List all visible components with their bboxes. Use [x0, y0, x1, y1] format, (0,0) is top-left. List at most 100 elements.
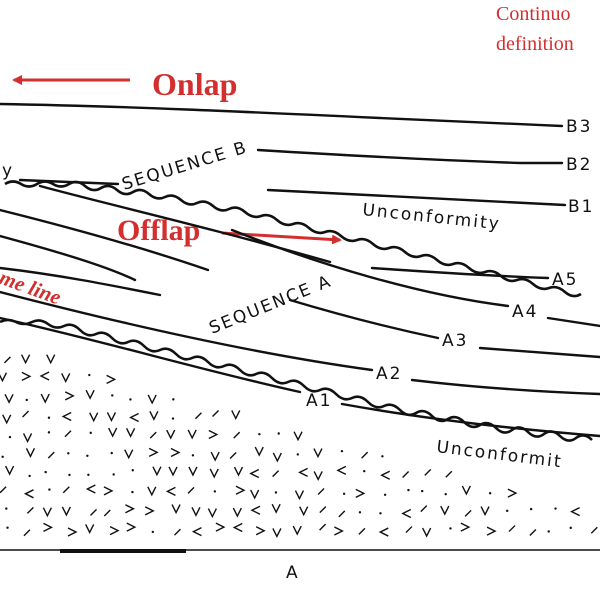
rock-v-mark	[21, 371, 32, 382]
rock-v-mark	[23, 489, 34, 499]
rock-v-mark	[380, 470, 391, 480]
rock-tick-mark	[194, 412, 202, 420]
rock-v-mark	[209, 468, 219, 479]
rock-v-mark	[215, 522, 226, 532]
rock-v-mark	[125, 504, 135, 514]
rock-v-mark	[148, 447, 159, 458]
rock-dot-mark	[258, 432, 261, 436]
rock-v-mark	[232, 522, 243, 533]
rock-dot-mark	[131, 469, 134, 472]
onlap-label: Onlap	[152, 66, 237, 102]
rock-tick-mark	[22, 410, 30, 418]
rock-dot-mark	[554, 507, 557, 510]
rock-dot-mark	[296, 453, 300, 456]
rock-dot-mark	[449, 527, 452, 530]
rock-tick-mark	[424, 468, 432, 476]
horizon-b1-line	[266, 188, 567, 207]
rock-dot-mark	[151, 530, 155, 534]
horizon-b1-label: B1	[568, 197, 594, 217]
rock-v-mark	[4, 465, 15, 476]
rock-v-mark	[271, 503, 281, 514]
rock-v-mark	[147, 486, 157, 497]
rock-dot-mark	[44, 470, 47, 474]
horizon-b3-line	[0, 102, 564, 128]
rock-dot-mark	[340, 449, 344, 453]
rock-tick-mark	[405, 526, 413, 534]
rock-dot-mark	[444, 492, 447, 496]
rock-dot-mark	[363, 469, 366, 473]
rock-v-mark	[61, 411, 72, 422]
rock-tick-mark	[319, 523, 327, 531]
rock-tick-mark	[358, 527, 366, 535]
rock-v-mark	[171, 504, 181, 515]
horizon-a3-tail	[478, 346, 600, 359]
basement-rock-pattern	[0, 354, 598, 539]
rock-tick-mark	[26, 506, 34, 514]
rock-v-mark	[461, 485, 471, 496]
horizon-a1-tail	[340, 402, 600, 438]
rock-dot-mark	[87, 473, 90, 477]
rock-v-mark	[460, 522, 471, 532]
rock-dot-mark	[358, 511, 362, 514]
rock-v-mark	[39, 371, 50, 381]
rock-dot-mark	[5, 507, 8, 510]
rock-v-mark	[254, 446, 264, 457]
rock-dot-mark	[569, 526, 572, 530]
rock-v-mark	[0, 372, 8, 383]
rock-dot-mark	[420, 489, 424, 493]
rock-dot-mark	[89, 431, 92, 435]
rock-v-mark	[233, 466, 244, 477]
rock-dot-mark	[131, 490, 134, 494]
rock-dot-mark	[547, 530, 550, 533]
rock-dot-mark	[171, 417, 175, 420]
rock-v-mark	[378, 527, 389, 537]
horizon-left-line	[18, 178, 120, 186]
rock-v-mark	[250, 489, 260, 500]
rock-v-mark	[46, 354, 56, 365]
rock-tick-mark	[62, 486, 70, 494]
rock-v-mark	[170, 447, 181, 458]
top-right-note-line2: definition	[496, 33, 574, 55]
horizon-a4-label: A4	[512, 302, 538, 322]
rock-v-mark	[165, 486, 176, 497]
rock-dot-mark	[47, 416, 51, 419]
rock-dot-mark	[48, 488, 51, 491]
rock-v-mark	[208, 429, 219, 440]
horizon-a2-label: A2	[376, 364, 402, 384]
rock-v-mark	[2, 414, 12, 425]
rock-v-mark	[85, 389, 95, 400]
rock-tick-mark	[90, 508, 98, 516]
horizon-a1-label: A1	[306, 391, 332, 411]
horizon-a4-line	[230, 228, 510, 308]
rock-dot-mark	[25, 398, 28, 402]
rock-v-mark	[4, 394, 14, 404]
horizon-a5-line	[370, 266, 550, 280]
inner-horizon-3	[0, 234, 137, 282]
rock-v-mark	[272, 528, 282, 539]
horizon-a4-tail	[546, 316, 600, 328]
horizon-b2-line	[256, 148, 564, 165]
offlap-label: Offlap	[117, 214, 200, 247]
rock-v-mark	[103, 486, 114, 496]
inner-horizon-2	[0, 208, 210, 272]
bottom-label: A	[286, 563, 300, 583]
rock-dot-mark	[381, 455, 384, 458]
rock-v-mark	[166, 429, 176, 440]
rock-dot-mark	[277, 432, 280, 435]
horizon-a2-line	[0, 290, 374, 372]
rock-v-mark	[152, 466, 162, 477]
rock-v-mark	[40, 393, 50, 404]
rock-dot-mark	[28, 474, 31, 478]
rock-v-mark	[125, 428, 136, 438]
rock-dot-mark	[86, 454, 89, 457]
rock-v-mark	[255, 526, 266, 536]
rock-v-mark	[129, 412, 139, 423]
rock-v-mark	[298, 467, 308, 478]
rock-tick-mark	[464, 509, 472, 517]
rock-v-mark	[422, 527, 432, 538]
rock-v-mark	[231, 410, 241, 421]
rock-v-mark	[43, 522, 54, 533]
rock-v-mark	[89, 412, 99, 423]
horizon-a5-label: A5	[552, 270, 578, 290]
